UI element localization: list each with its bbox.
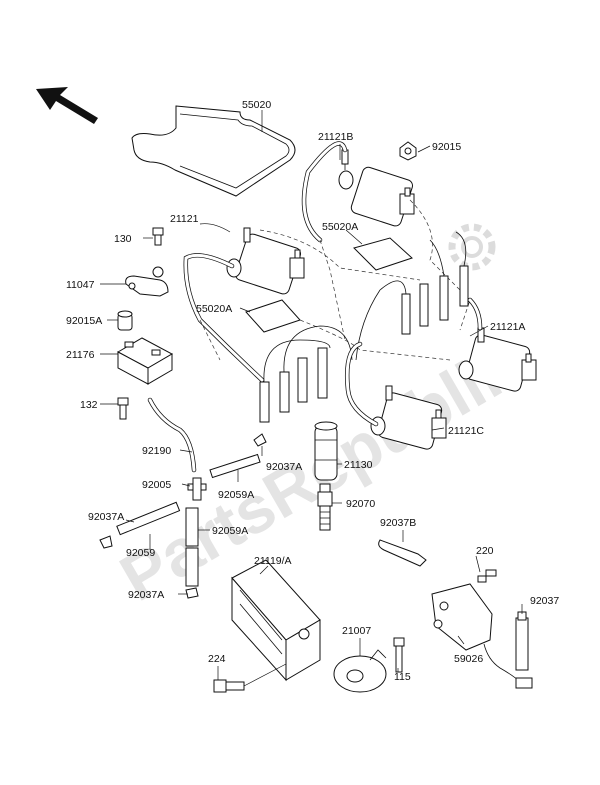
- clip-92037A-3: [185, 587, 199, 599]
- bolt-224: [213, 679, 245, 693]
- clip-92037A-2: [99, 535, 113, 549]
- pad-55020A-mid: [245, 299, 301, 333]
- strap-92037B: [378, 539, 427, 567]
- dashed-guide-1: [319, 239, 346, 341]
- tube-92059A-2: [185, 507, 199, 587]
- label-21007: 21007: [342, 625, 371, 637]
- label-92037A-1: 92037A: [266, 461, 302, 473]
- nut-92015: [399, 141, 417, 161]
- watermark-gear-icon: [448, 223, 496, 271]
- label-21130: 21130: [344, 459, 373, 471]
- wire-21121C-inner: [345, 342, 378, 426]
- label-224: 224: [208, 653, 226, 665]
- dashed-guide-3: [409, 199, 471, 331]
- label-130: 130: [114, 233, 132, 245]
- label-92059A-2: 92059A: [212, 525, 248, 537]
- cover-plate-inner-line: [179, 113, 290, 189]
- bolt-132: [117, 397, 129, 420]
- label-220: 220: [476, 545, 494, 557]
- bracket-11047: [125, 266, 169, 297]
- part-labels: 55020 21121B 92015 21121 55020A 130 1104…: [66, 99, 559, 683]
- label-59026: 59026: [454, 653, 483, 665]
- pad-55020A-top: [353, 237, 413, 271]
- label-11047: 11047: [66, 279, 95, 291]
- label-92037A-2: 92037A: [88, 511, 124, 523]
- label-55020A-mid: 55020A: [196, 303, 232, 315]
- tube-92059A-1: [209, 453, 261, 479]
- label-21119A: 21119/A: [254, 555, 292, 567]
- leader-lines: [100, 110, 523, 680]
- label-21121A: 21121A: [490, 321, 525, 333]
- label-92015: 92015: [432, 141, 461, 153]
- ignition-coil-21121B: [338, 149, 415, 227]
- screw-220: [477, 569, 497, 583]
- spark-plug-92070: [317, 483, 333, 531]
- plug-cap-21130: [314, 421, 338, 481]
- label-21176: 21176: [66, 349, 95, 361]
- hose-92190-inner: [148, 398, 196, 472]
- label-92037: 92037: [530, 595, 559, 607]
- cdi-unit-21119A: [231, 559, 321, 682]
- rotor-21007: [333, 649, 387, 693]
- dashed-guide-5: [199, 319, 221, 361]
- pickup-coil-59026: [431, 583, 533, 689]
- label-92005: 92005: [142, 479, 171, 491]
- plug-lead-tubes-right: [355, 231, 469, 361]
- label-21121C: 21121C: [448, 425, 484, 437]
- bolt-115: [393, 637, 405, 673]
- label-21121B: 21121B: [318, 131, 353, 143]
- wire-21121B-inner: [302, 142, 347, 242]
- plug-lead-tubes-center: [259, 325, 353, 423]
- label-21121: 21121: [170, 213, 199, 225]
- label-55020A-top: 55020A: [322, 221, 358, 233]
- front-direction-arrow-icon: [36, 87, 98, 124]
- collar-92015A: [117, 310, 133, 331]
- ignition-coil-21121C: [370, 385, 447, 450]
- wire-21121A-inner: [468, 298, 482, 330]
- label-92037A-3: 92037A: [128, 589, 164, 601]
- label-92190: 92190: [142, 445, 171, 457]
- bolt-130: [152, 227, 164, 246]
- label-132: 132: [80, 399, 98, 411]
- clip-92037A-1: [253, 433, 267, 447]
- ignition-coil-21121A: [458, 327, 537, 392]
- label-92059: 92059: [126, 547, 155, 559]
- label-92070: 92070: [346, 498, 375, 510]
- dashed-guide-2: [259, 229, 421, 281]
- igniter-box-21176: [116, 337, 174, 385]
- label-55020: 55020: [242, 99, 271, 111]
- fitting-92005: [187, 477, 207, 501]
- tube-92059: [116, 501, 181, 536]
- lead-224-to-cdi: [243, 663, 287, 687]
- label-92037B: 92037B: [380, 517, 416, 529]
- label-92015A: 92015A: [66, 315, 102, 327]
- label-92059A-1: 92059A: [218, 489, 254, 501]
- ignition-coil-21121: [226, 227, 305, 295]
- label-115: 115: [394, 671, 411, 683]
- ignition-cover-plate: [131, 105, 296, 197]
- clamp-92037: [515, 611, 529, 671]
- wire-21121-inner: [184, 253, 264, 382]
